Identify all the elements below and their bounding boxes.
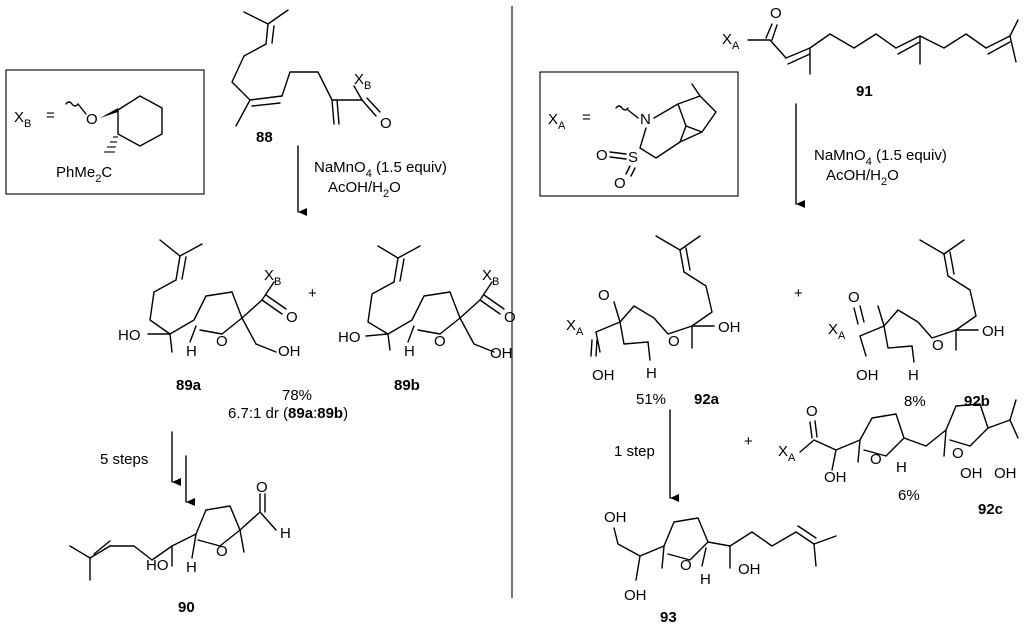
svg-text:XA: XA: [566, 317, 584, 338]
plus-92c: +: [744, 433, 753, 450]
svg-text:92c: 92c: [978, 501, 1003, 518]
compound-93: OH OH O H OH 93: [604, 509, 837, 626]
svg-text:88: 88: [256, 129, 273, 146]
xb-definition-box: XB = O PhMe2C: [5, 69, 205, 195]
svg-text:XB: XB: [14, 109, 31, 130]
svg-text:90: 90: [178, 599, 195, 616]
svg-text:92b: 92b: [964, 393, 990, 410]
svg-text:XA: XA: [828, 321, 846, 342]
svg-text:XA: XA: [722, 31, 740, 52]
svg-text:OH: OH: [278, 343, 301, 360]
svg-text:O: O: [216, 333, 228, 350]
compound-92c: XA O OH O H O OH OH 6% 92c: [778, 399, 1019, 518]
yield-89: 78%: [282, 387, 312, 404]
compound-89b: HO H O OH O XB 89b: [338, 245, 516, 394]
svg-text:OH: OH: [490, 345, 513, 362]
compound-90: HO H O O H 90: [69, 479, 291, 616]
svg-text:XA: XA: [548, 111, 566, 132]
step-label: 1 step: [614, 443, 655, 460]
svg-text:O: O: [952, 445, 964, 462]
svg-text:O: O: [614, 175, 626, 192]
svg-text:XA: XA: [778, 443, 796, 464]
svg-text:O: O: [216, 543, 228, 560]
svg-text:HO: HO: [338, 329, 361, 346]
svg-text:XB: XB: [482, 267, 499, 288]
dr-89: 6.7:1 dr (89a:89b): [228, 405, 348, 422]
svg-text:91: 91: [856, 83, 873, 100]
compound-91: XA O 91: [722, 5, 1019, 100]
svg-text:H: H: [186, 559, 197, 576]
svg-text:H: H: [646, 365, 657, 382]
svg-text:O: O: [286, 309, 298, 326]
svg-text:O: O: [668, 333, 680, 350]
svg-text:O: O: [596, 147, 608, 164]
svg-text:O: O: [256, 479, 268, 496]
svg-text:H: H: [280, 525, 291, 542]
svg-text:51%: 51%: [636, 391, 666, 408]
svg-text:O: O: [380, 115, 392, 132]
svg-text:OH: OH: [624, 587, 647, 604]
svg-text:OH: OH: [824, 469, 847, 486]
svg-text:O: O: [598, 287, 610, 304]
compound-89a: HO H O OH O XB 89a: [118, 239, 301, 394]
svg-text:O: O: [86, 111, 98, 128]
reagent-1-line1: NaMnO4 (1.5 equiv): [314, 159, 447, 180]
svg-text:OH: OH: [592, 367, 615, 384]
svg-text:89b: 89b: [394, 377, 420, 394]
svg-text:OH: OH: [994, 465, 1017, 482]
svg-text:8%: 8%: [904, 393, 926, 410]
svg-text:O: O: [770, 5, 782, 22]
svg-text:HO: HO: [118, 327, 141, 344]
svg-text:O: O: [680, 557, 692, 574]
svg-text:OH: OH: [982, 323, 1005, 340]
svg-text:OH: OH: [856, 367, 879, 384]
xa-definition-box: XA = N S O O: [539, 71, 739, 197]
reagent-1-line2: AcOH/H2O: [328, 179, 401, 200]
svg-text:OH: OH: [960, 465, 983, 482]
svg-text:PhMe2C: PhMe2C: [56, 164, 112, 185]
svg-text:89a: 89a: [176, 377, 202, 394]
svg-text:H: H: [896, 459, 907, 476]
svg-text:O: O: [870, 451, 882, 468]
svg-text:6%: 6%: [898, 487, 920, 504]
steps-label: 5 steps: [100, 451, 148, 468]
reagent-2-line1: NaMnO4 (1.5 equiv): [814, 147, 947, 168]
svg-text:O: O: [806, 403, 818, 420]
svg-text:=: =: [46, 107, 55, 124]
svg-text:H: H: [404, 343, 415, 360]
svg-text:=: =: [582, 109, 591, 126]
compound-88: XB O 88: [231, 9, 392, 146]
reagent-2-line2: AcOH/H2O: [826, 167, 899, 188]
svg-text:H: H: [700, 571, 711, 588]
svg-text:H: H: [186, 343, 197, 360]
svg-text:OH: OH: [718, 319, 741, 336]
plus-89: +: [308, 285, 317, 302]
svg-text:N: N: [640, 111, 651, 128]
svg-text:H: H: [908, 367, 919, 384]
svg-text:HO: HO: [146, 557, 169, 574]
svg-text:93: 93: [660, 609, 677, 626]
svg-text:OH: OH: [604, 509, 627, 526]
svg-text:XB: XB: [354, 71, 371, 92]
svg-text:O: O: [504, 309, 516, 326]
svg-text:XB: XB: [264, 267, 281, 288]
compound-92b: XA O OH O H OH 8% 92b: [828, 239, 1005, 410]
svg-text:O: O: [932, 337, 944, 354]
svg-text:S: S: [628, 149, 638, 166]
svg-text:O: O: [434, 333, 446, 350]
svg-text:O: O: [848, 289, 860, 306]
compound-92a: XA O OH O H OH 51% 92a: [566, 235, 741, 408]
plus-92: +: [794, 285, 803, 302]
svg-text:OH: OH: [738, 561, 761, 578]
svg-text:92a: 92a: [694, 391, 720, 408]
